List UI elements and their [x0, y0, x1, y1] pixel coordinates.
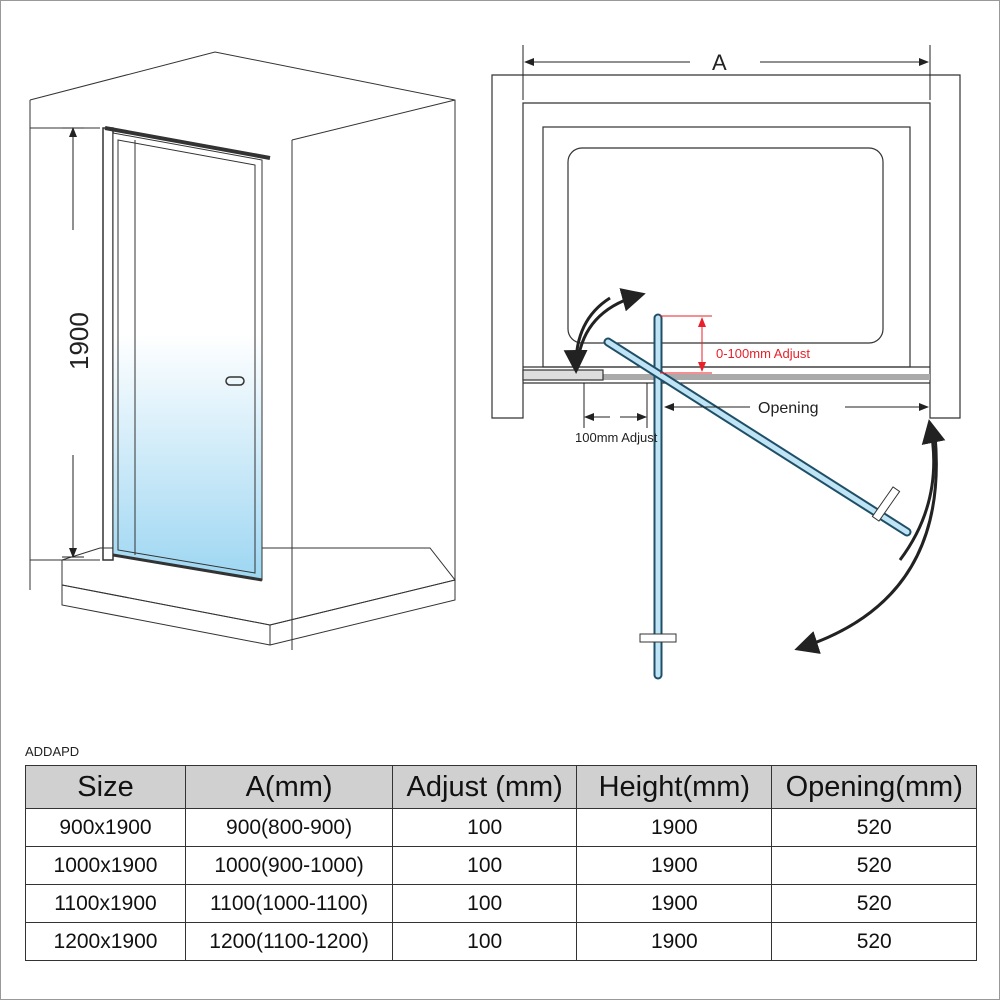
- door-panels: [603, 313, 912, 680]
- height-label: 1900: [64, 312, 94, 370]
- plan-view: [491, 74, 961, 419]
- width-label-a: A: [712, 50, 727, 75]
- table-cell: 1900: [576, 808, 773, 847]
- adjust-label: 100mm Adjust: [575, 430, 658, 445]
- column-header: Size: [25, 765, 186, 809]
- table-cell: 1200(1100-1200): [184, 922, 394, 961]
- table-cell: 100: [392, 846, 578, 885]
- table-cell: 1100(1000-1100): [184, 884, 394, 923]
- table-cell: 100: [392, 922, 578, 961]
- column-header: A(mm): [184, 765, 394, 809]
- table-cell: 520: [771, 846, 977, 885]
- opening-dimension: Opening: [664, 400, 929, 417]
- table-cell: 1000(900-1000): [184, 846, 394, 885]
- table-cell: 900x1900: [25, 808, 186, 847]
- column-header: Height(mm): [576, 765, 773, 809]
- perspective-view: [29, 51, 456, 650]
- table-cell: 1900: [576, 846, 773, 885]
- shower-diagram: 1900 A 0-100mm Adjust: [29, 45, 961, 680]
- width-dimension: A: [522, 45, 931, 100]
- opening-label: Opening: [758, 400, 819, 417]
- table-cell: 520: [771, 884, 977, 923]
- table-cell: 100: [392, 884, 578, 923]
- adjust-red-label: 0-100mm Adjust: [716, 346, 810, 361]
- model-code: ADDAPD: [25, 744, 80, 759]
- table-cell: 900(800-900): [184, 808, 394, 847]
- column-header: Adjust (mm): [392, 765, 578, 809]
- column-header: Opening(mm): [771, 765, 977, 809]
- adjust-dimension: 100mm Adjust: [575, 383, 658, 445]
- table-cell: 520: [771, 808, 977, 847]
- swing-arrows: [563, 288, 946, 654]
- table-cell: 1900: [576, 922, 773, 961]
- table-cell: 1200x1900: [25, 922, 186, 961]
- table-cell: 1100x1900: [25, 884, 186, 923]
- table-cell: 1900: [576, 884, 773, 923]
- table-cell: 520: [771, 922, 977, 961]
- table-cell: 100: [392, 808, 578, 847]
- adjust-red-dimension: 0-100mm Adjust: [660, 315, 810, 374]
- table-cell: 1000x1900: [25, 846, 186, 885]
- height-dimension: 1900: [62, 127, 94, 558]
